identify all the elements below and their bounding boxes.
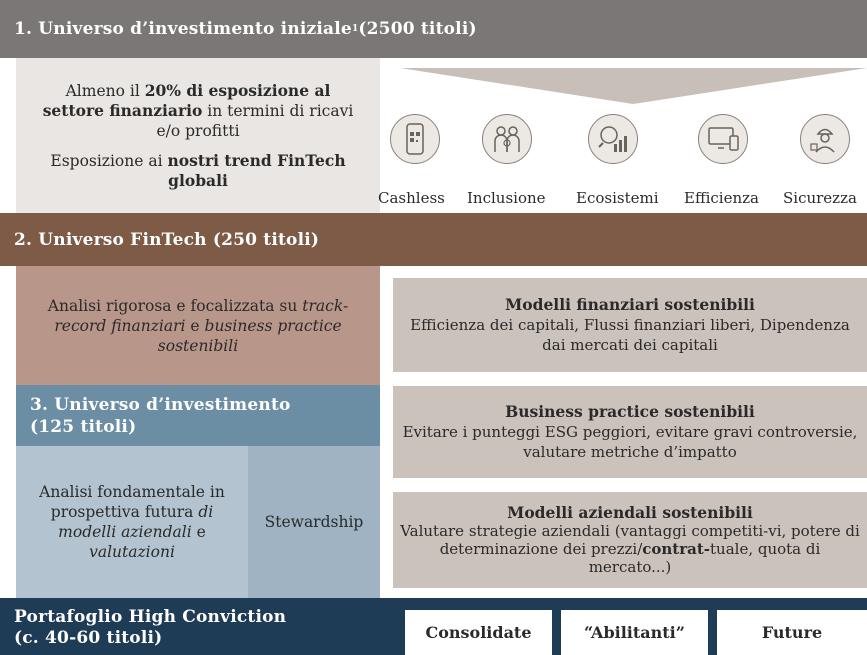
trend-label-efficienza: Efficienza	[684, 189, 759, 207]
box1-text: Efficienza dei capitali, Flussi finanzia…	[410, 316, 850, 354]
criterion2-bold: nostri trend FinTech globali	[167, 150, 346, 190]
section3-title: 3. Universo d’investimento	[30, 394, 291, 415]
security-hacker-icon	[800, 114, 850, 164]
box3-text-bold: contrat-	[642, 540, 711, 558]
computer-phone-icon	[698, 114, 748, 164]
trend-label-sicurezza: Sicurezza	[783, 189, 857, 207]
analysis2-text: Analisi rigorosa e focalizzata su	[47, 296, 303, 315]
box2-title: Business practice sostenibili	[505, 402, 755, 421]
criterion1-post: in termini di ricavi e/o profitti	[156, 101, 354, 140]
pill-future: Future	[717, 610, 867, 655]
section3-count: (125 titoli)	[30, 416, 137, 437]
section1-count: (2500 titoli)	[358, 19, 477, 39]
criterion-fintech-trends: Esposizione ai nostri trend FinTech glob…	[34, 151, 362, 191]
trends-row: Cashless Inclusione Ecosistemi Efficienz…	[378, 110, 867, 213]
magnifier-chart-icon	[588, 114, 638, 164]
portfolio-title: Portafoglio High Conviction	[14, 606, 287, 627]
box2-text: Evitare i punteggi ESG peggiori, evitare…	[402, 423, 858, 461]
stewardship-cell: Stewardship	[248, 446, 380, 598]
analysis2-italic1: track-record finanziari	[54, 296, 349, 335]
section2-title: 2. Universo FinTech (250 titoli)	[14, 229, 320, 250]
criterion1-bold: 20% di esposizione al settore finanziari…	[42, 80, 331, 120]
box-business-models: Modelli aziendali sostenibili Valutare s…	[393, 492, 867, 588]
analysis2-mid: e	[185, 316, 205, 335]
smartphone-qr-icon	[390, 114, 440, 164]
analysis3-italic1: di modelli aziendali	[58, 503, 214, 541]
box3-title: Modelli aziendali sostenibili	[507, 503, 753, 522]
criterion1-text: Almeno il	[65, 81, 145, 100]
box3-text: Valutare strategie aziendali (vantaggi c…	[400, 522, 860, 558]
trend-label-cashless: Cashless	[378, 189, 445, 207]
criterion-financial-exposure: Almeno il 20% di esposizione al settore …	[34, 81, 362, 141]
section2-analysis: Analisi rigorosa e focalizzata su track-…	[16, 266, 380, 385]
trend-label-inclusione: Inclusione	[467, 189, 546, 207]
analysis3-text: Analisi fondamentale in prospettiva futu…	[39, 483, 225, 521]
stewardship-label: Stewardship	[264, 513, 364, 531]
pill-abilitanti: “Abilitanti”	[561, 610, 708, 655]
box-business-practice: Business practice sostenibili Evitare i …	[393, 386, 867, 478]
section3-band: 3. Universo d’investimento (125 titoli)	[16, 385, 380, 446]
section2-band: 2. Universo FinTech (250 titoli)	[0, 213, 867, 266]
family-icon	[482, 114, 532, 164]
box3-text-post: tuale, quota di mercato...)	[588, 540, 821, 576]
analysis2-italic2: business practice sostenibili	[157, 316, 342, 355]
analysis3-italic2: valutazioni	[89, 543, 175, 561]
portfolio-count: (c. 40-60 titoli)	[14, 627, 163, 648]
section1-criteria: Almeno il 20% di esposizione al settore …	[16, 58, 380, 213]
box1-title: Modelli finanziari sostenibili	[505, 295, 755, 314]
pill-consolidate: Consolidate	[405, 610, 552, 655]
criterion2-text: Esposizione ai	[50, 151, 168, 170]
analysis3-mid: e	[191, 523, 206, 541]
funnel-triangle	[400, 68, 867, 104]
section3-analysis: Analisi fondamentale in prospettiva futu…	[16, 446, 248, 598]
section1-title: 1. Universo d’investimento iniziale	[14, 19, 352, 39]
box-financial-models: Modelli finanziari sostenibili Efficienz…	[393, 278, 867, 372]
trend-label-ecosistemi: Ecosistemi	[576, 189, 659, 207]
section1-footnote-mark: 1	[351, 24, 359, 34]
